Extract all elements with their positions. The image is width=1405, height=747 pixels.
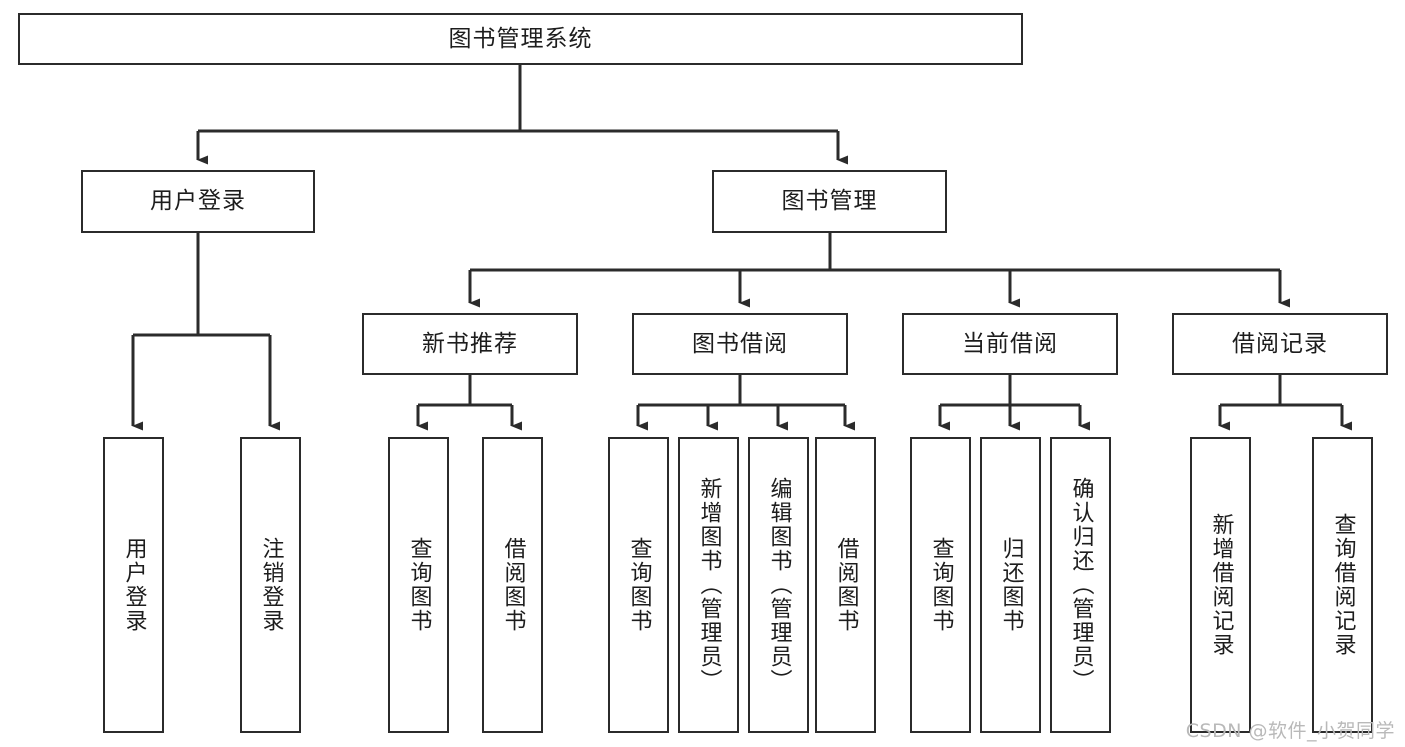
leaf-query-book-nbr[interactable]: 查询图书 [388, 437, 449, 733]
leaf-confirm-return-admin[interactable]: 确认归还（管理员） [1050, 437, 1111, 733]
node-label: 确认归还（管理员） [1068, 477, 1094, 693]
node-label: 新增借阅记录 [1208, 513, 1234, 657]
leaf-add-borrow-record[interactable]: 新增借阅记录 [1190, 437, 1251, 733]
leaf-edit-book-admin[interactable]: 编辑图书（管理员） [748, 437, 809, 733]
node-label: 借阅记录 [1232, 330, 1328, 357]
csdn-watermark: CSDN @软件_小贺同学 [1185, 720, 1395, 742]
node-label: 归还图书 [998, 537, 1024, 633]
leaf-borrow-book-bb[interactable]: 借阅图书 [815, 437, 876, 733]
leaf-return-book[interactable]: 归还图书 [980, 437, 1041, 733]
node-label: 图书管理系统 [448, 25, 593, 52]
node-user-login[interactable]: 用户登录 [81, 170, 315, 233]
node-label: 图书管理 [781, 188, 878, 215]
leaf-query-borrow-record[interactable]: 查询借阅记录 [1312, 437, 1373, 733]
node-label: 新增图书（管理员） [696, 477, 722, 693]
leaf-query-book-bb[interactable]: 查询图书 [608, 437, 669, 733]
node-label: 查询图书 [406, 537, 432, 633]
leaf-borrow-book-nbr[interactable]: 借阅图书 [482, 437, 543, 733]
leaf-query-book-cb[interactable]: 查询图书 [910, 437, 971, 733]
node-label: 查询图书 [626, 537, 652, 633]
node-label: 用户登录 [121, 537, 147, 633]
node-current-borrowing[interactable]: 当前借阅 [902, 313, 1118, 375]
node-label: 注销登录 [258, 537, 284, 633]
node-label: 借阅图书 [500, 537, 526, 633]
node-label: 用户登录 [150, 188, 246, 215]
leaf-user-login[interactable]: 用户登录 [103, 437, 164, 733]
node-book-borrowing[interactable]: 图书借阅 [632, 313, 848, 375]
node-label: 图书借阅 [692, 330, 788, 357]
node-label: 新书推荐 [422, 330, 518, 357]
node-label: 编辑图书（管理员） [766, 477, 792, 693]
node-label: 查询借阅记录 [1330, 513, 1356, 657]
node-label: 当前借阅 [962, 330, 1058, 357]
leaf-add-book-admin[interactable]: 新增图书（管理员） [678, 437, 739, 733]
node-label: 查询图书 [928, 537, 954, 633]
node-root-book-management-system[interactable]: 图书管理系统 [18, 13, 1023, 65]
leaf-logout[interactable]: 注销登录 [240, 437, 301, 733]
node-new-book-recommendation[interactable]: 新书推荐 [362, 313, 578, 375]
node-label: 借阅图书 [833, 537, 859, 633]
node-borrowing-record[interactable]: 借阅记录 [1172, 313, 1388, 375]
node-book-management[interactable]: 图书管理 [712, 170, 947, 233]
